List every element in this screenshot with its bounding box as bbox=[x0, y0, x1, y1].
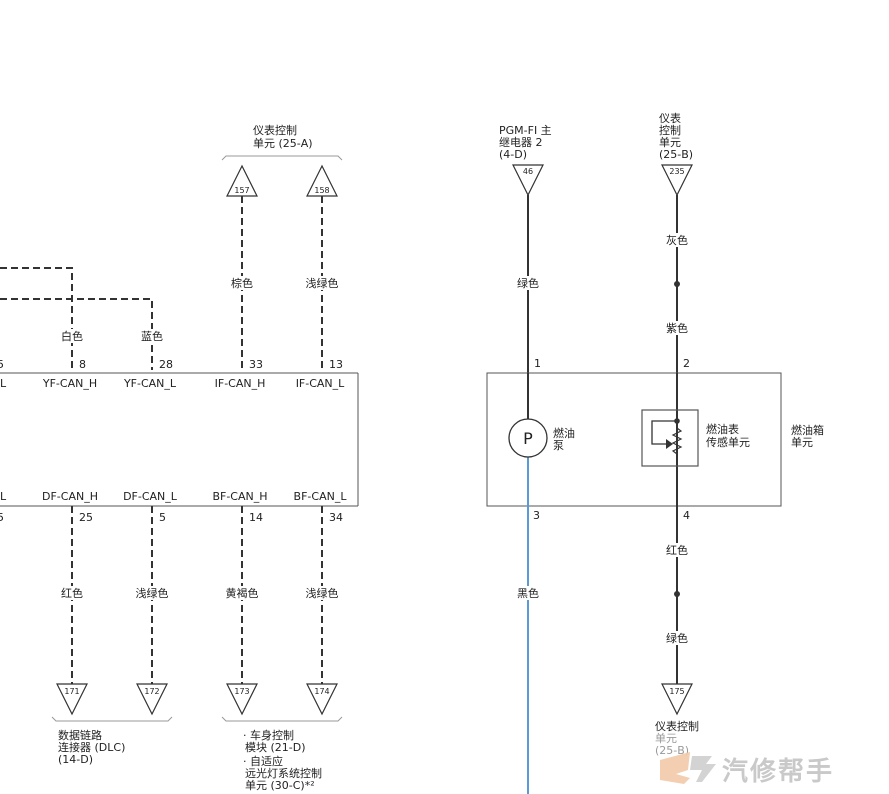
watermark-logo-icon bbox=[660, 752, 716, 784]
svg-text:浅绿色: 浅绿色 bbox=[306, 276, 339, 290]
fuel-gauge-sending-unit bbox=[641, 373, 699, 506]
svg-text:L: L bbox=[0, 377, 7, 390]
top-solid-wires bbox=[527, 195, 678, 373]
terminal-171: 171 bbox=[56, 683, 88, 716]
top-right-module-label: 仪表 控制 单元 (25-B) bbox=[659, 111, 693, 161]
svg-text:5: 5 bbox=[0, 358, 4, 371]
svg-text:BF-CAN_L: BF-CAN_L bbox=[294, 490, 348, 503]
fuel-tank-label: 燃油箱 单元 bbox=[791, 423, 828, 449]
splice-dot-top bbox=[674, 281, 680, 287]
terminal-235: 235 bbox=[661, 164, 693, 197]
svg-text:L: L bbox=[0, 490, 7, 503]
svg-text:13: 13 bbox=[329, 358, 343, 371]
svg-text:8: 8 bbox=[79, 358, 86, 371]
top-pin-numbers: 5 8 28 33 13 1 2 bbox=[0, 357, 690, 371]
can-connector-box bbox=[0, 372, 359, 507]
svg-text:P: P bbox=[523, 429, 533, 448]
fuel-gauge-label: 燃油表 传感单元 bbox=[706, 422, 750, 449]
svg-text:33: 33 bbox=[249, 358, 263, 371]
svg-text:158: 158 bbox=[314, 186, 329, 195]
svg-text:3: 3 bbox=[533, 509, 540, 522]
svg-text:173: 173 bbox=[234, 687, 249, 696]
variable-resistor-icon bbox=[651, 420, 677, 445]
svg-text:46: 46 bbox=[523, 167, 533, 176]
top-dashed-wires bbox=[0, 196, 323, 370]
svg-text:5: 5 bbox=[0, 511, 4, 524]
splice-dot-bottom bbox=[674, 591, 680, 597]
bottom-wire-color-labels: 红色 浅绿色 黄褐色 浅绿色 黑色 红色 绿色 bbox=[58, 543, 691, 645]
svg-text:172: 172 bbox=[144, 687, 159, 696]
svg-text:YF-CAN_H: YF-CAN_H bbox=[42, 377, 97, 390]
fuel-pump: P bbox=[508, 373, 548, 506]
svg-text:157: 157 bbox=[234, 186, 249, 195]
module-bracket-top bbox=[221, 155, 343, 161]
svg-text:2: 2 bbox=[683, 357, 690, 370]
svg-text:171: 171 bbox=[64, 687, 79, 696]
svg-text:紫色: 紫色 bbox=[666, 321, 688, 335]
terminal-172: 172 bbox=[136, 683, 168, 716]
fuel-pump-label: 燃油 泵 bbox=[553, 426, 579, 452]
top-wire-color-labels: 白色 蓝色 棕色 浅绿色 绿色 灰色 紫色 bbox=[58, 233, 691, 343]
svg-text:浅绿色: 浅绿色 bbox=[136, 586, 169, 600]
svg-text:1: 1 bbox=[534, 357, 541, 370]
terminal-175: 175 bbox=[661, 683, 693, 716]
svg-text:5: 5 bbox=[159, 511, 166, 524]
terminal-157: 157 bbox=[226, 164, 258, 197]
bottom-right-module-label: 仪表控制 单元 (25-B) bbox=[655, 719, 703, 757]
terminal-174: 174 bbox=[306, 683, 338, 716]
connector-signal-labels: L YF-CAN_H YF-CAN_L IF-CAN_H IF-CAN_L L … bbox=[0, 377, 347, 503]
svg-text:红色: 红色 bbox=[666, 543, 688, 557]
svg-text:红色: 红色 bbox=[61, 586, 83, 600]
terminal-158: 158 bbox=[306, 164, 338, 197]
svg-text:28: 28 bbox=[159, 358, 173, 371]
bottom-pin-numbers: 5 25 5 14 34 3 4 bbox=[0, 509, 690, 524]
dlc-label: 数据链路 连接器 (DLC) (14-D) bbox=[58, 728, 129, 766]
svg-text:IF-CAN_H: IF-CAN_H bbox=[215, 377, 266, 390]
svg-text:DF-CAN_H: DF-CAN_H bbox=[42, 490, 98, 503]
svg-text:绿色: 绿色 bbox=[517, 276, 539, 290]
svg-text:174: 174 bbox=[314, 687, 329, 696]
fuel-tank-unit-box bbox=[486, 372, 782, 507]
top-left-module-label: 仪表控制 单元 (25-A) bbox=[253, 123, 313, 150]
pgm-relay-label: PGM-FI 主 继电器 2 (4-D) bbox=[499, 124, 555, 161]
svg-text:棕色: 棕色 bbox=[231, 276, 253, 290]
svg-text:BF-CAN_H: BF-CAN_H bbox=[212, 490, 267, 503]
svg-text:175: 175 bbox=[669, 687, 684, 696]
svg-text:绿色: 绿色 bbox=[666, 631, 688, 645]
module-bracket-bottom-body bbox=[221, 716, 343, 722]
svg-text:IF-CAN_L: IF-CAN_L bbox=[296, 377, 345, 390]
svg-text:25: 25 bbox=[79, 511, 93, 524]
watermark-text: 汽修帮手 bbox=[722, 756, 834, 787]
body-control-label: · 车身控制 模块 (21-D) · 自适应 远光灯系统控制 单元 (30-C)… bbox=[243, 728, 326, 792]
svg-text:YF-CAN_L: YF-CAN_L bbox=[123, 377, 177, 390]
svg-text:235: 235 bbox=[669, 167, 684, 176]
svg-text:4: 4 bbox=[683, 509, 690, 522]
svg-text:14: 14 bbox=[249, 511, 263, 524]
svg-text:DF-CAN_L: DF-CAN_L bbox=[123, 490, 178, 503]
bottom-dashed-wires bbox=[71, 506, 323, 684]
terminal-173: 173 bbox=[226, 683, 258, 716]
fuel-pump-icon bbox=[508, 418, 548, 458]
terminal-46: 46 bbox=[512, 164, 544, 197]
svg-text:浅绿色: 浅绿色 bbox=[306, 586, 339, 600]
svg-text:白色: 白色 bbox=[61, 329, 83, 343]
module-bracket-bottom-dlc bbox=[51, 716, 173, 722]
svg-text:黄褐色: 黄褐色 bbox=[226, 586, 259, 600]
svg-text:灰色: 灰色 bbox=[666, 233, 688, 247]
svg-text:蓝色: 蓝色 bbox=[141, 329, 163, 343]
svg-text:34: 34 bbox=[329, 511, 343, 524]
svg-text:黑色: 黑色 bbox=[517, 586, 539, 600]
